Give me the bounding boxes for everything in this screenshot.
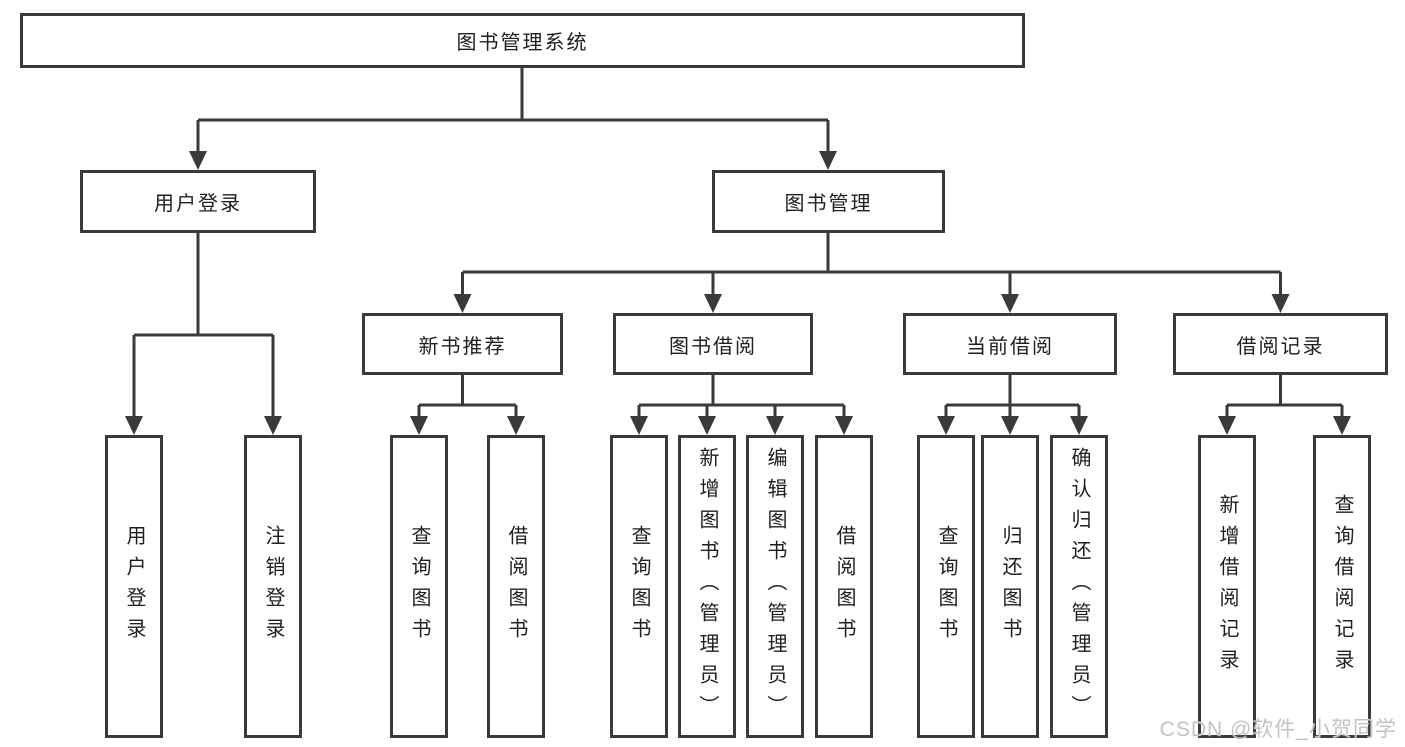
- leaf-query-borrow-record: 查询借阅记录: [1313, 435, 1371, 738]
- arrowhead: [1218, 416, 1236, 435]
- leaf-add-borrow-record-label: 新增借阅记录: [1216, 493, 1238, 680]
- leaf-query-books-recommend-label: 查询图书: [408, 524, 430, 649]
- node-new-book-recommend-label: 新书推荐: [418, 335, 507, 358]
- leaf-query-books-borrowing-label: 查询图书: [628, 524, 650, 649]
- arrowhead: [1333, 416, 1351, 435]
- leaf-borrow-books-recommend: 借阅图书: [487, 435, 545, 738]
- node-library-management-system: 图书管理系统: [20, 13, 1025, 68]
- leaf-query-books-borrowing: 查询图书: [610, 435, 668, 738]
- leaf-logout-label: 注销登录: [262, 524, 284, 649]
- arrowhead: [1001, 416, 1019, 435]
- arrowhead: [937, 416, 955, 435]
- leaf-confirm-return-admin-label: 确认归还（管理员）: [1068, 447, 1090, 726]
- leaf-return-books: 归还图书: [981, 435, 1039, 738]
- arrowhead: [125, 416, 143, 435]
- arrowhead: [704, 294, 722, 313]
- node-current-borrowing: 当前借阅: [903, 313, 1117, 375]
- arrowhead: [698, 416, 716, 435]
- leaf-edit-book-admin-label: 编辑图书（管理员）: [764, 447, 786, 726]
- arrowhead: [264, 416, 282, 435]
- node-new-book-recommend: 新书推荐: [362, 313, 563, 375]
- arrowhead: [819, 151, 837, 170]
- node-book-borrowing: 图书借阅: [613, 313, 813, 375]
- leaf-return-books-label: 归还图书: [999, 524, 1021, 649]
- arrowhead: [189, 151, 207, 170]
- leaf-borrow-books-recommend-label: 借阅图书: [505, 524, 527, 649]
- node-user-login: 用户登录: [80, 170, 316, 233]
- arrowhead: [630, 416, 648, 435]
- node-borrow-records-label: 借阅记录: [1236, 335, 1325, 358]
- leaf-borrow-books-label: 借阅图书: [833, 524, 855, 649]
- leaf-confirm-return-admin: 确认归还（管理员）: [1050, 435, 1108, 738]
- arrowhead: [1001, 294, 1019, 313]
- arrowhead: [1271, 294, 1290, 313]
- leaf-query-books-current-label: 查询图书: [935, 524, 957, 649]
- leaf-edit-book-admin: 编辑图书（管理员）: [746, 435, 804, 738]
- node-book-management: 图书管理: [712, 170, 945, 233]
- connector-lines: [132, 68, 1344, 418]
- leaf-logout: 注销登录: [244, 435, 302, 738]
- arrowhead: [835, 416, 853, 435]
- arrowhead: [1070, 416, 1088, 435]
- leaf-query-books-current: 查询图书: [917, 435, 975, 738]
- node-book-management-label: 图书管理: [784, 193, 873, 215]
- leaf-borrow-books: 借阅图书: [815, 435, 873, 738]
- arrowhead: [766, 416, 784, 435]
- arrowhead: [453, 294, 472, 313]
- leaf-add-book-admin: 新增图书（管理员）: [678, 435, 736, 738]
- node-library-management-system-label: 图书管理系统: [456, 32, 589, 54]
- arrowhead: [507, 416, 525, 435]
- leaf-user-login-label: 用户登录: [123, 524, 145, 649]
- leaf-query-books-recommend: 查询图书: [390, 435, 448, 738]
- arrowheads: [125, 151, 1351, 435]
- node-current-borrowing-label: 当前借阅: [966, 335, 1054, 358]
- watermark-text: CSDN @软件_小贺同学: [1159, 718, 1397, 741]
- arrowhead: [410, 416, 428, 435]
- node-user-login-label: 用户登录: [154, 193, 242, 215]
- leaf-query-borrow-record-label: 查询借阅记录: [1331, 493, 1353, 680]
- node-borrow-records: 借阅记录: [1173, 313, 1388, 375]
- node-book-borrowing-label: 图书借阅: [669, 335, 757, 358]
- leaf-add-book-admin-label: 新增图书（管理员）: [696, 447, 718, 726]
- leaf-add-borrow-record: 新增借阅记录: [1198, 435, 1256, 738]
- leaf-user-login: 用户登录: [105, 435, 163, 738]
